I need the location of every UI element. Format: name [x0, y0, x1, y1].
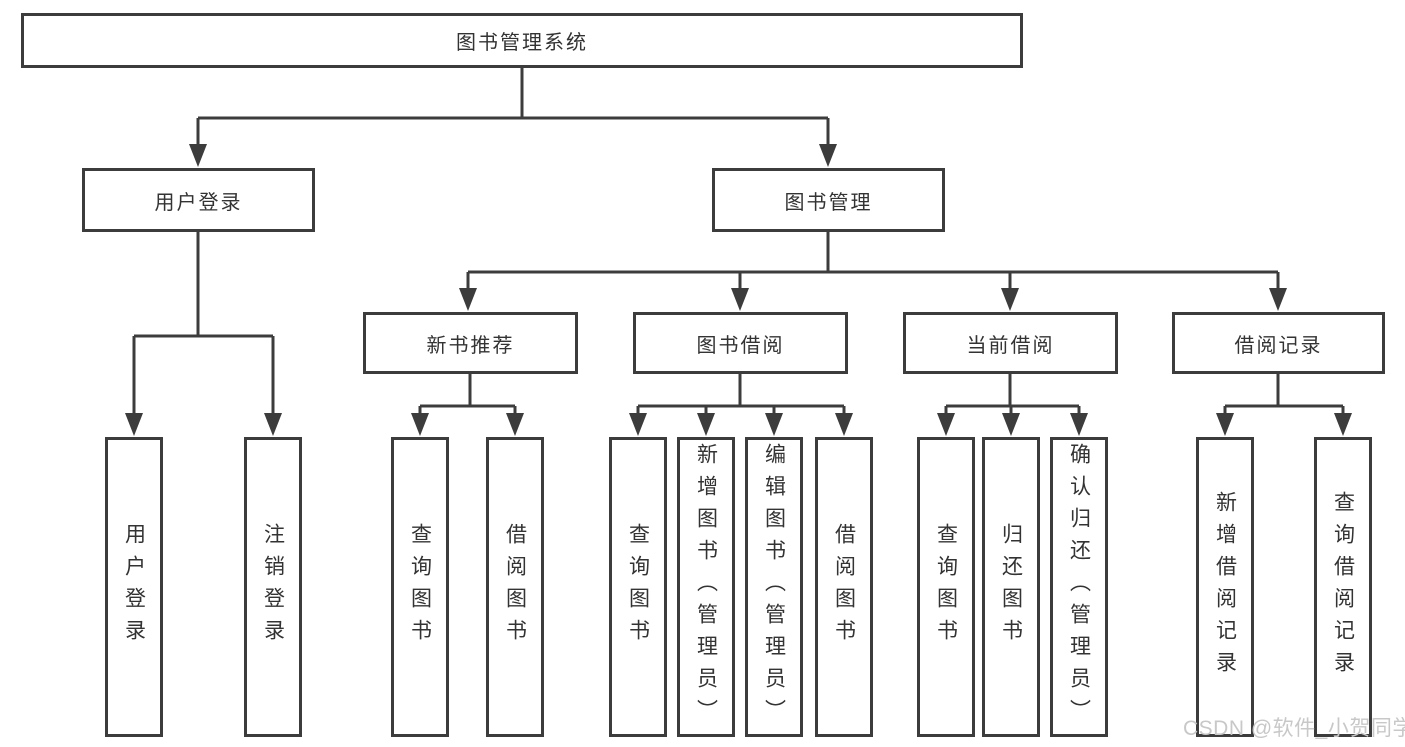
leaf-query-books: 查询图书 — [917, 437, 975, 737]
node-library-management-system: 图书管理系统 — [21, 13, 1023, 68]
node-label: 查询图书 — [626, 523, 650, 651]
node-label: 注销登录 — [261, 523, 285, 651]
node-label: 新书推荐 — [426, 334, 515, 357]
node-label: 借阅图书 — [832, 523, 856, 651]
node-label: 图书借阅 — [696, 334, 785, 357]
node-label: 查询图书 — [934, 523, 958, 651]
leaf-return-books: 归还图书 — [982, 437, 1040, 737]
node-label: 用户登录 — [122, 523, 146, 651]
arrowheads — [125, 144, 1352, 436]
node-label: 查询图书 — [408, 523, 432, 651]
node-label: 查询借阅记录 — [1331, 491, 1355, 683]
node-label: 新增图书（管理员） — [694, 443, 718, 731]
leaf-user-login: 用户登录 — [105, 437, 163, 737]
node-new-book-recommend: 新书推荐 — [363, 312, 578, 374]
node-label: 新增借阅记录 — [1213, 491, 1237, 683]
csdn-watermark: CSDN @软件_小贺同学 — [1183, 717, 1405, 740]
node-label: 借阅记录 — [1234, 334, 1323, 357]
node-book-management: 图书管理 — [712, 168, 945, 232]
node-label: 编辑图书（管理员） — [762, 443, 786, 731]
leaf-confirm-return-admin: 确认归还（管理员） — [1050, 437, 1108, 737]
leaf-query-books: 查询图书 — [391, 437, 449, 737]
leaf-borrow-books: 借阅图书 — [815, 437, 873, 737]
node-label: 借阅图书 — [503, 523, 527, 651]
leaf-query-books: 查询图书 — [609, 437, 667, 737]
node-label: 用户登录 — [154, 191, 243, 214]
tree-edges — [132, 68, 1345, 418]
node-label: 图书管理系统 — [456, 32, 588, 54]
node-label: 确认归还（管理员） — [1067, 443, 1091, 731]
node-current-borrow: 当前借阅 — [903, 312, 1118, 374]
leaf-add-borrow-record: 新增借阅记录 — [1196, 437, 1254, 737]
leaf-logout: 注销登录 — [244, 437, 302, 737]
node-user-login: 用户登录 — [82, 168, 315, 232]
leaf-query-borrow-record: 查询借阅记录 — [1314, 437, 1372, 737]
node-label: 当前借阅 — [966, 334, 1055, 357]
node-label: 图书管理 — [784, 191, 873, 214]
node-book-borrow: 图书借阅 — [633, 312, 848, 374]
leaf-edit-books-admin: 编辑图书（管理员） — [745, 437, 803, 737]
node-borrow-records: 借阅记录 — [1172, 312, 1385, 374]
leaf-borrow-books: 借阅图书 — [486, 437, 544, 737]
node-label: 归还图书 — [999, 523, 1023, 651]
leaf-add-books-admin: 新增图书（管理员） — [677, 437, 735, 737]
